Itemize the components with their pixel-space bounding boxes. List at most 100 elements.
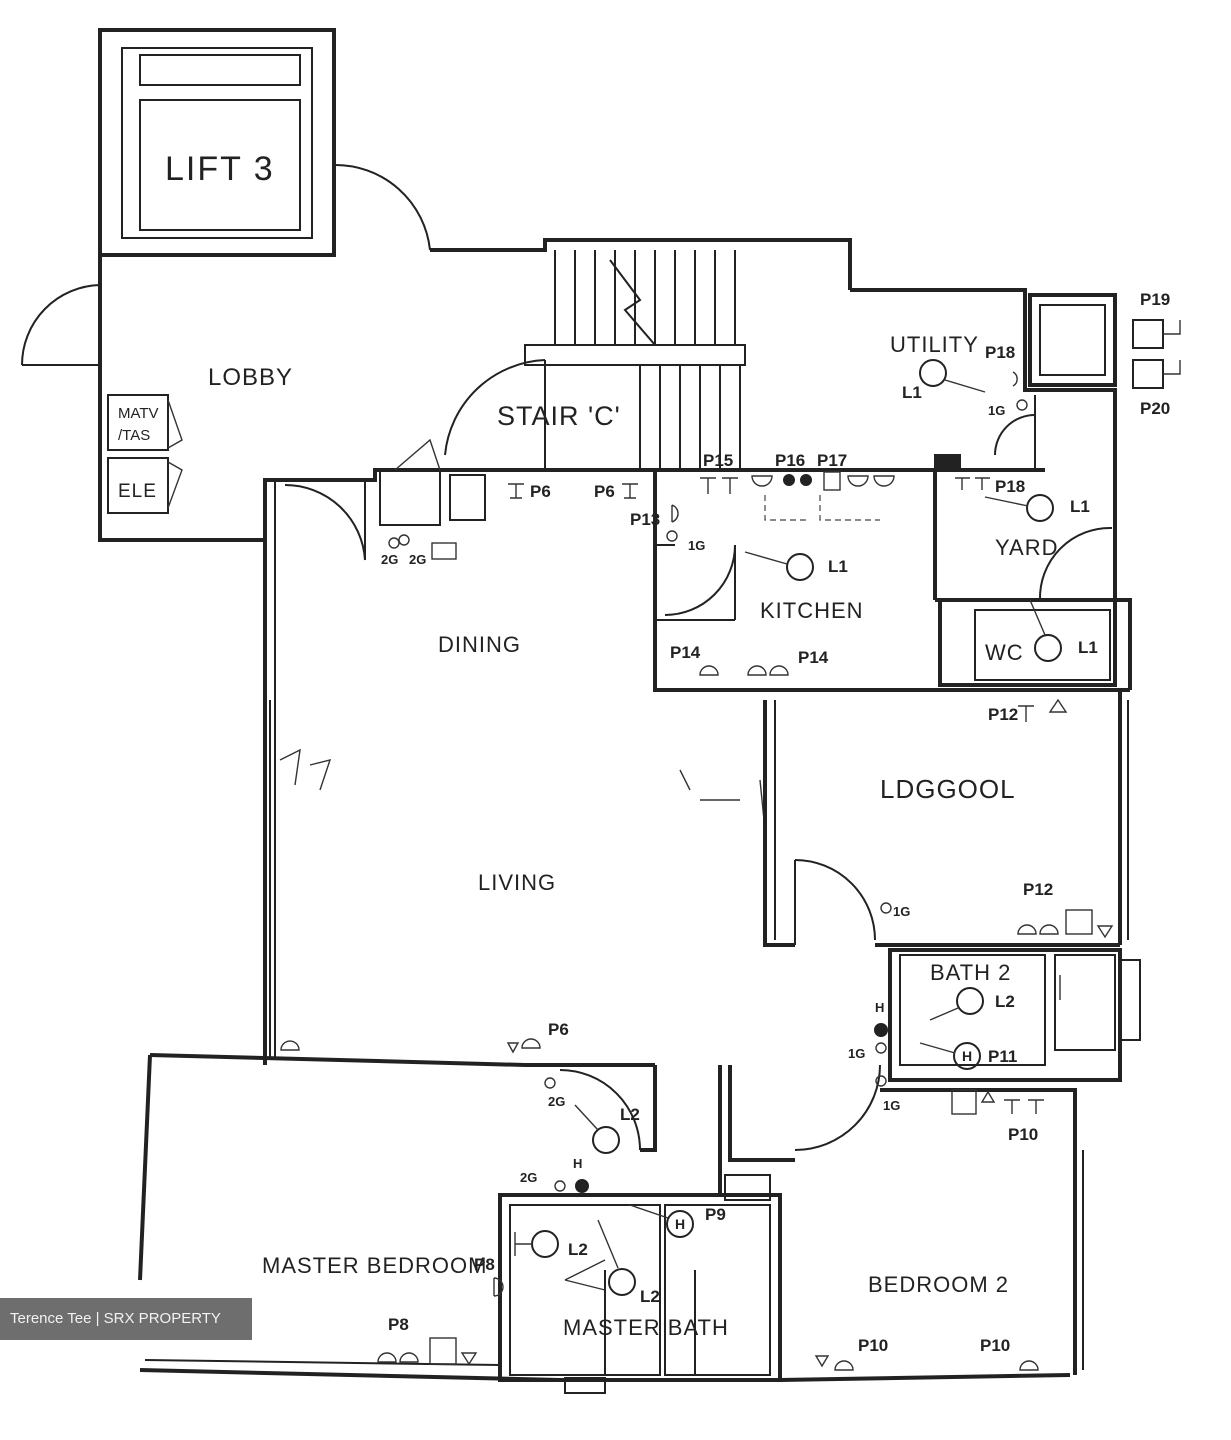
tv-point-icon xyxy=(1096,925,1114,939)
point-label: P20 xyxy=(1140,399,1170,418)
point-label: P8 xyxy=(474,1255,495,1274)
point-label: P9 xyxy=(705,1205,726,1224)
cooker-point-icon xyxy=(823,471,841,491)
socket-icon xyxy=(751,475,895,487)
socket-icon xyxy=(1018,698,1068,722)
switch-icon xyxy=(398,534,410,546)
watermark-badge: Terence Tee | SRX PROPERTY xyxy=(0,1298,252,1340)
stair-label: STAIR 'C' xyxy=(497,401,621,431)
tv-point-icon xyxy=(980,1090,996,1103)
bedroom-3-label: LDGGOOL xyxy=(880,774,1016,804)
switch-label: 2G xyxy=(409,552,426,567)
isolator-icon xyxy=(1065,909,1093,935)
light-icon xyxy=(956,987,984,1015)
socket-icon xyxy=(955,477,990,490)
living-label: LIVING xyxy=(478,870,556,895)
isolator-icon xyxy=(951,1089,977,1115)
switch-label: 2G xyxy=(520,1170,537,1185)
master-bedroom: MASTER BEDROOM xyxy=(138,1053,1071,1394)
heater-glyph: H xyxy=(675,1216,685,1232)
light-label: L1 xyxy=(828,557,848,576)
heater-icon xyxy=(953,1042,981,1070)
point-label: P12 xyxy=(1023,880,1053,899)
point-label: P16 xyxy=(775,451,805,470)
switch-label: 1G xyxy=(848,1046,865,1061)
heater-switch-icon xyxy=(874,1023,888,1037)
light-icon xyxy=(919,359,947,387)
point-label: P6 xyxy=(594,482,615,501)
light-icon xyxy=(1034,634,1062,662)
socket-icon xyxy=(834,1360,854,1371)
socket-icon xyxy=(521,1038,541,1049)
ele-label: ELE xyxy=(118,481,157,502)
living-dining-zone: DINING LIVING xyxy=(263,438,766,1065)
light-icon xyxy=(786,553,814,581)
light-label: L1 xyxy=(902,383,922,402)
dining-label: DINING xyxy=(438,632,521,657)
point-label: P8 xyxy=(388,1315,409,1334)
master-bath: MASTER BATH xyxy=(498,1065,782,1382)
point-label: P6 xyxy=(530,482,551,501)
socket-icon xyxy=(1017,924,1059,935)
switch-icon xyxy=(388,537,400,549)
point-label: P14 xyxy=(798,648,829,667)
switch-points: 1G 1G 2G 2G 1G H 1G 1G 2G 2G H xyxy=(381,399,1028,1193)
utility-label: UTILITY xyxy=(890,332,979,357)
lift-shaft: LIFT 3 xyxy=(98,28,336,257)
master-bath-label: MASTER BATH xyxy=(563,1315,729,1340)
heater-icon xyxy=(666,1210,694,1238)
power-points: P19 P20 P18 P18 P6 P6 P6 P15 P16 P17 P13… xyxy=(280,290,1181,1371)
light-label: L1 xyxy=(1078,638,1098,657)
bedroom-2-label: BEDROOM 2 xyxy=(868,1272,1009,1297)
socket-icon xyxy=(622,483,638,499)
switch-icon xyxy=(544,1077,556,1089)
point-label: P10 xyxy=(858,1336,888,1355)
light-label: L2 xyxy=(620,1105,640,1124)
light-label: L2 xyxy=(640,1287,660,1306)
tv-point-icon xyxy=(506,1042,520,1054)
socket-icon xyxy=(699,665,719,676)
switch-label: 2G xyxy=(548,1094,565,1109)
wc-label: WC xyxy=(985,640,1024,665)
switch-label: 2G xyxy=(381,552,398,567)
socket-icon xyxy=(1004,1099,1044,1114)
light-icon xyxy=(531,1230,559,1258)
bedroom-2: BEDROOM 2 xyxy=(728,1064,1084,1375)
light-icon xyxy=(608,1268,636,1296)
point-label: P13 xyxy=(630,510,660,529)
switch-icon xyxy=(875,1075,887,1087)
point-label: P19 xyxy=(1140,290,1170,309)
light-icon xyxy=(1026,494,1054,522)
isolator-icon xyxy=(1132,359,1164,389)
heater-switch-icon xyxy=(575,1179,589,1193)
socket-icon xyxy=(800,474,812,486)
socket-icon xyxy=(377,1352,419,1363)
switch-icon xyxy=(875,1042,887,1054)
socket-icon xyxy=(280,1040,300,1051)
point-label: P17 xyxy=(817,451,847,470)
point-label: P18 xyxy=(985,343,1015,362)
lift-label: LIFT 3 xyxy=(165,150,275,188)
point-label: P10 xyxy=(980,1336,1010,1355)
tas-label: /TAS xyxy=(118,427,150,444)
matv-label: MATV xyxy=(118,405,159,422)
master-bedroom-label: MASTER BEDROOM xyxy=(262,1253,487,1278)
switch-icon xyxy=(666,530,678,542)
light-icon xyxy=(592,1126,620,1154)
service-zone: UTILITY YARD WC KITCHEN xyxy=(653,288,1132,692)
socket-icon xyxy=(493,1277,504,1297)
switch-label: 1G xyxy=(893,904,910,919)
point-label: P14 xyxy=(670,643,701,662)
isolator-icon xyxy=(1132,319,1164,349)
switch-icon xyxy=(1016,399,1028,411)
switch-icon xyxy=(554,1180,566,1192)
point-label: P10 xyxy=(1008,1125,1038,1144)
stair-core: STAIR 'C' xyxy=(444,250,746,470)
bedroom-3: LDGGOOL xyxy=(763,690,1129,947)
kitchen-label: KITCHEN xyxy=(760,598,864,623)
isolator-icon xyxy=(429,1337,457,1365)
socket-icon xyxy=(700,477,738,494)
socket-icon xyxy=(671,504,679,523)
bath-2: BATH 2 xyxy=(888,948,1141,1082)
